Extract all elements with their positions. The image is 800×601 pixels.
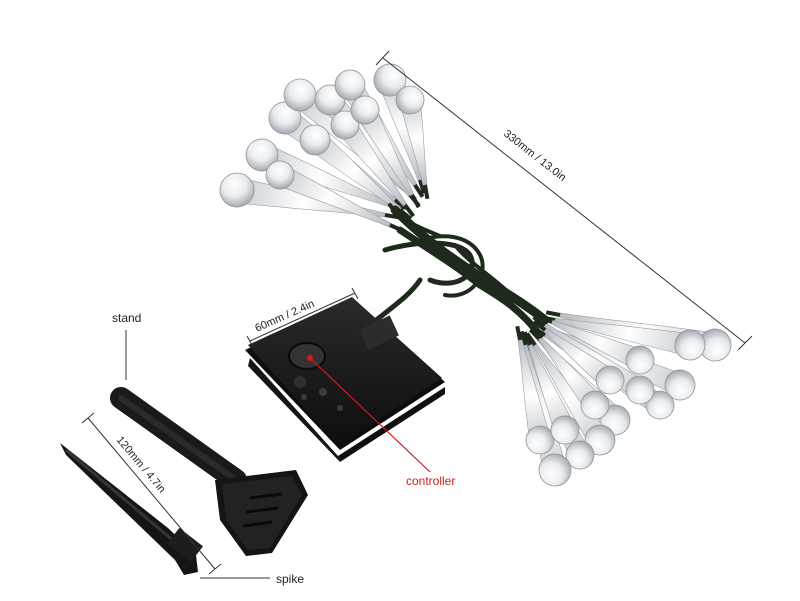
spike-length-label: 120mm / 4.7in	[114, 434, 168, 495]
stand	[110, 387, 308, 556]
spike	[60, 443, 203, 575]
bulb	[330, 110, 415, 218]
solar-controller	[245, 297, 445, 462]
bulb	[532, 319, 625, 395]
cable-port	[358, 315, 399, 350]
controller-cable	[367, 277, 423, 328]
lower-bulb-cluster	[515, 310, 732, 487]
controller-width-dimension	[246, 287, 359, 348]
bulb	[265, 160, 404, 233]
bulb	[522, 331, 580, 445]
bulb	[515, 325, 555, 455]
switch-button	[288, 342, 326, 370]
bulb	[525, 332, 616, 456]
stand-label: stand	[112, 311, 141, 325]
bulb	[350, 95, 421, 209]
light-string	[219, 63, 732, 487]
bulb	[395, 85, 430, 200]
wire-bundle	[367, 203, 550, 339]
controller-callout	[307, 355, 431, 473]
length-dimension	[375, 50, 753, 351]
spike-label: spike	[276, 572, 304, 586]
spike-length-dimension	[81, 412, 222, 575]
length-label: 330mm / 13.0in	[501, 128, 568, 184]
bulb	[373, 63, 426, 194]
controller-label: controller	[406, 474, 455, 488]
bulb	[299, 124, 413, 221]
upper-bulb-cluster	[219, 63, 430, 233]
